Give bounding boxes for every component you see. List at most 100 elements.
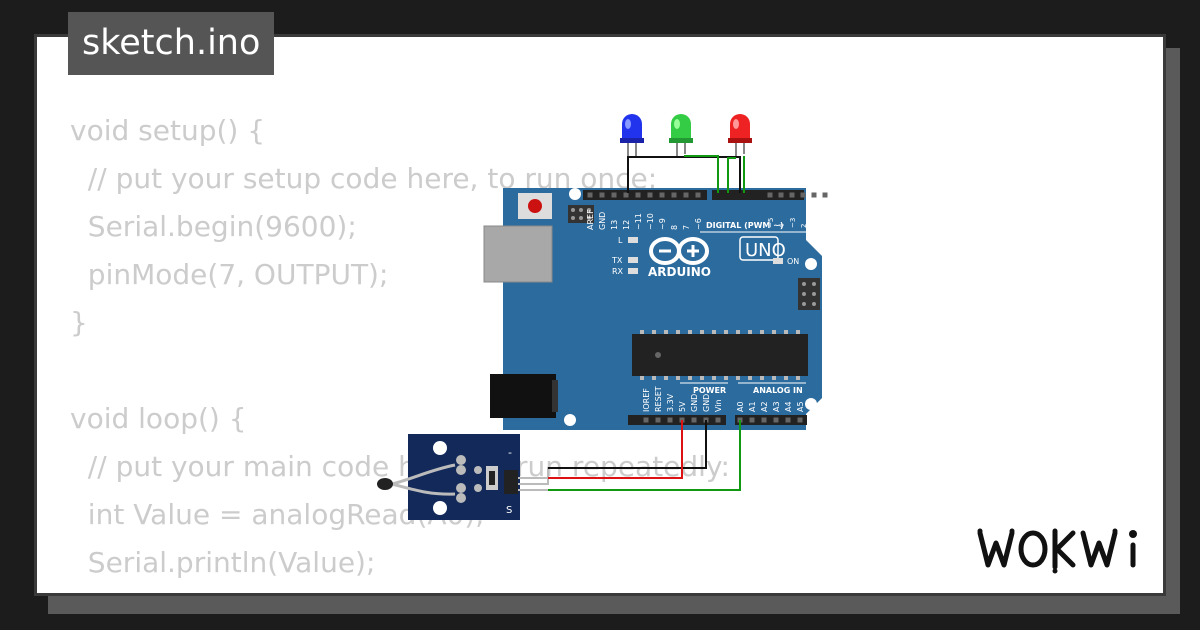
header-pin[interactable] — [778, 192, 784, 198]
chip-pin — [772, 376, 776, 380]
pin-label: 7 — [682, 225, 691, 230]
code-line: Serial.begin(9600); — [70, 210, 357, 243]
chip-pin — [688, 330, 692, 334]
pin-label: 12 — [622, 220, 631, 230]
digital-header-left — [583, 190, 707, 200]
digital-header-right — [712, 190, 804, 200]
header-pin[interactable] — [785, 417, 791, 423]
chip-pin — [700, 330, 704, 334]
analog-header — [735, 415, 807, 425]
reset-button[interactable] — [528, 199, 542, 213]
header-pin[interactable] — [715, 417, 721, 423]
mount-hole — [805, 258, 817, 270]
pin-label: Vin — [714, 399, 723, 412]
header-pin[interactable] — [623, 192, 629, 198]
header-pin[interactable] — [611, 192, 617, 198]
sensor-wires — [518, 420, 741, 491]
header-pin[interactable] — [822, 192, 828, 198]
header-pin[interactable] — [683, 192, 689, 198]
pin-label: GND — [598, 212, 607, 230]
pin-label: 5V — [678, 401, 687, 412]
header-pin[interactable] — [667, 417, 673, 423]
chip-pins — [640, 330, 800, 380]
header-pin[interactable] — [789, 192, 795, 198]
chip-pin — [640, 376, 644, 380]
pin-label: ~9 — [658, 218, 667, 230]
code-line: } — [70, 306, 88, 339]
on-led — [773, 258, 783, 264]
sensor-mount-hole — [433, 441, 447, 455]
header-pin[interactable] — [599, 192, 605, 198]
chip-pin — [748, 376, 752, 380]
header-pin[interactable] — [773, 417, 779, 423]
pin-label: A4 — [784, 401, 793, 412]
pin-label: AREF — [586, 209, 595, 230]
header-pin[interactable] — [587, 192, 593, 198]
header-pin[interactable] — [691, 417, 697, 423]
pin-label: A1 — [748, 401, 757, 412]
pin-label: ~11 — [634, 213, 643, 230]
pin-label: ~5 — [767, 218, 775, 228]
code-line: void setup() { — [70, 114, 266, 147]
header-pin[interactable] — [671, 192, 677, 198]
code-line: // put your setup code here, to run once… — [70, 162, 658, 195]
sensor-pin-header — [504, 470, 518, 494]
led-tx-label: TX — [611, 256, 623, 265]
header-pin[interactable] — [655, 417, 661, 423]
pin-label: IOREF — [642, 388, 651, 412]
header-pin[interactable] — [767, 192, 773, 198]
arduino-brand-label: ARDUINO — [648, 265, 711, 279]
pin-label: A0 — [736, 401, 745, 412]
header-pin[interactable] — [635, 192, 641, 198]
chip-notch — [655, 352, 661, 358]
pin-label: 13 — [610, 220, 619, 230]
infinity-logo-icon — [649, 237, 709, 265]
chip-pin — [784, 330, 788, 334]
header-pin[interactable] — [797, 417, 803, 423]
thermistor-leads — [391, 463, 456, 496]
pin-label: ~6 — [694, 218, 703, 230]
wokwi-logo[interactable] — [975, 523, 1153, 579]
header-pin[interactable] — [811, 192, 817, 198]
chip-pin — [676, 330, 680, 334]
header-pin[interactable] — [659, 192, 665, 198]
led-red[interactable] — [728, 114, 752, 158]
analog-header-label: ANALOG IN — [753, 386, 803, 395]
led-green[interactable] — [669, 114, 693, 158]
power-jack — [490, 374, 556, 418]
temperature-sensor-module[interactable]: - S — [377, 434, 520, 520]
chip-pin — [760, 376, 764, 380]
pin-label: GND — [690, 394, 699, 412]
header-pin[interactable] — [761, 417, 767, 423]
filename-tab[interactable]: sketch.ino — [68, 12, 275, 75]
led-rx-label: RX — [612, 267, 624, 276]
thermistor-bead — [377, 478, 393, 490]
chip-pin — [724, 376, 728, 380]
chip-pin — [748, 330, 752, 334]
sensor-signal-label: S — [506, 505, 512, 516]
header-pin[interactable] — [800, 192, 806, 198]
power-header — [628, 415, 726, 425]
header-pin[interactable] — [647, 192, 653, 198]
mount-hole — [564, 414, 576, 426]
chip-pin — [676, 376, 680, 380]
uno-label-frame — [739, 236, 779, 261]
led-l-label: L — [618, 236, 623, 245]
pin-label: A2 — [760, 401, 769, 412]
pin-label: TX 1 — [811, 212, 819, 229]
chip-pin — [796, 330, 800, 334]
header-pin[interactable] — [643, 417, 649, 423]
pin-label: RESET — [654, 386, 663, 412]
header-pin[interactable] — [695, 192, 701, 198]
icsp-header-right — [798, 278, 820, 310]
pin-label: ~10 — [646, 213, 655, 230]
icsp-header-left — [568, 205, 594, 223]
led-blue[interactable] — [620, 114, 644, 160]
chip-pin — [772, 330, 776, 334]
pin-label: RX 0 — [822, 212, 830, 228]
chip-pin — [712, 376, 716, 380]
header-pin[interactable] — [749, 417, 755, 423]
chip-pin — [688, 376, 692, 380]
